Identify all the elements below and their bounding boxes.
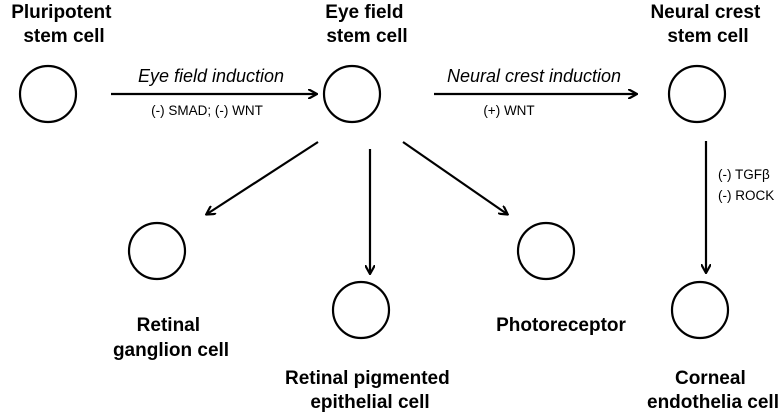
eye-field-label-line-2: stem cell xyxy=(326,26,407,47)
eye-field-label-line-1: Eye field xyxy=(325,2,403,23)
rpe-label-line-2: epithelial cell xyxy=(310,392,429,413)
neural-crest-stem-cell-circle xyxy=(667,64,727,124)
pluripotent-label-line-1: Pluripotent xyxy=(11,2,112,23)
rpe-label-line-1: Retinal pigmented xyxy=(285,368,450,389)
neural-crest-induction-conditions: (+) WNT xyxy=(483,103,534,118)
photoreceptor-cell-circle xyxy=(516,221,576,281)
eye-field-induction-label: Eye field induction xyxy=(138,66,284,86)
neural-crest-label-line-2: stem cell xyxy=(667,26,748,47)
eye-field-induction-conditions: (-) SMAD; (-) WNT xyxy=(151,103,263,118)
pluripotent-label-line-2: stem cell xyxy=(23,26,104,47)
retinal-ganglion-cell-circle xyxy=(127,221,187,281)
retinal-ganglion-label-line-1: Retinal xyxy=(137,315,200,336)
neural-crest-stem-cell-label: Neural crest stem cell xyxy=(650,2,765,47)
to-retinal-ganglion-arrow xyxy=(207,141,319,214)
rpe-cell-label: Retinal pigmented epithelial cell xyxy=(285,368,455,413)
eye-field-stem-cell-label: Eye field stem cell xyxy=(325,2,408,47)
corneal-label-line-2: endothelia cell xyxy=(647,392,779,413)
rpe-cell-circle xyxy=(331,280,391,340)
corneal-endothelia-cell-circle xyxy=(670,280,730,340)
pluripotent-stem-cell-circle xyxy=(18,64,78,124)
corneal-endothelia-cell-label: Corneal endothelia cell xyxy=(647,368,779,413)
neural-crest-induction-label: Neural crest induction xyxy=(447,66,621,86)
retinal-ganglion-label-line-2: ganglion cell xyxy=(113,340,229,361)
neural-crest-label-line-1: Neural crest xyxy=(650,2,761,23)
photoreceptor-label-line-1: Photoreceptor xyxy=(496,315,626,336)
eye-field-stem-cell-circle xyxy=(322,64,382,124)
pluripotent-stem-cell-label: Pluripotent stem cell xyxy=(11,2,117,47)
photoreceptor-cell-label: Photoreceptor xyxy=(496,315,626,336)
to-corneal-condition-tgfb: (-) TGFβ xyxy=(718,167,770,182)
to-corneal-condition-rock: (-) ROCK xyxy=(718,188,774,203)
retinal-ganglion-cell-label: Retinal ganglion cell xyxy=(113,315,229,361)
corneal-label-line-1: Corneal xyxy=(675,368,746,389)
to-photoreceptor-arrow xyxy=(402,141,507,214)
